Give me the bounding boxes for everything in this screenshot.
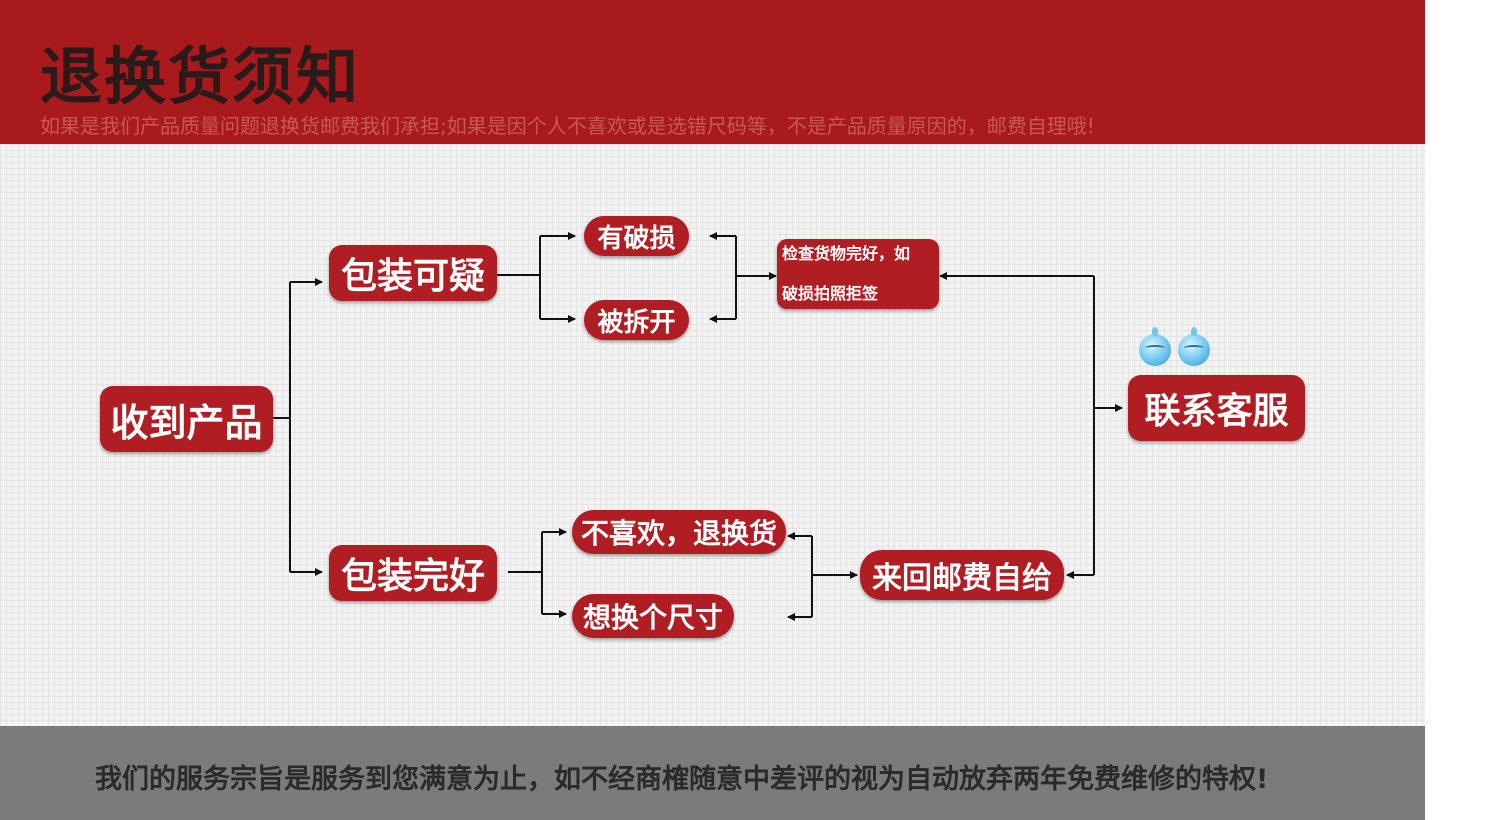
node-contact-service: 联系客服 <box>1128 375 1305 441</box>
node-postage-self: 来回邮费自给 <box>860 550 1064 600</box>
inspect-line-2: 破损拍照拒签 <box>782 274 878 314</box>
node-damaged: 有破损 <box>584 216 689 256</box>
node-receive-product: 收到产品 <box>100 386 273 452</box>
node-dislike-return: 不喜欢，退换货 <box>572 510 786 554</box>
inspect-line-1: 检查货物完好，如 <box>782 234 910 274</box>
blue-face-icon <box>1178 334 1210 366</box>
node-package-intact: 包装完好 <box>329 545 497 601</box>
blue-face-icon <box>1139 334 1171 366</box>
node-package-suspicious: 包装可疑 <box>329 245 497 301</box>
service-statement: 我们的服务宗旨是服务到您满意为止，如不经商榷随意中差评的视为自动放弃两年免费维修… <box>95 757 1268 796</box>
node-opened: 被拆开 <box>584 300 689 340</box>
node-change-size: 想换个尺寸 <box>572 594 734 638</box>
node-inspect-goods: 检查货物完好，如 破损拍照拒签 <box>777 239 939 309</box>
